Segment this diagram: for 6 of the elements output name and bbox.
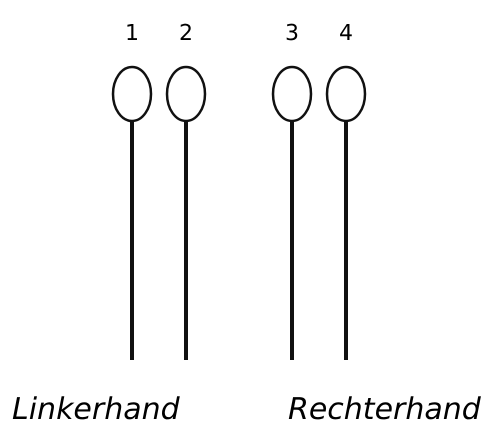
hand-label: Linkerhand	[12, 392, 180, 428]
pin-number: 1	[125, 20, 139, 48]
pin-number: 3	[285, 20, 299, 48]
pin-number: 2	[179, 20, 193, 48]
pin-number: 4	[339, 20, 353, 48]
hand-label: Rechterhand	[288, 392, 481, 428]
